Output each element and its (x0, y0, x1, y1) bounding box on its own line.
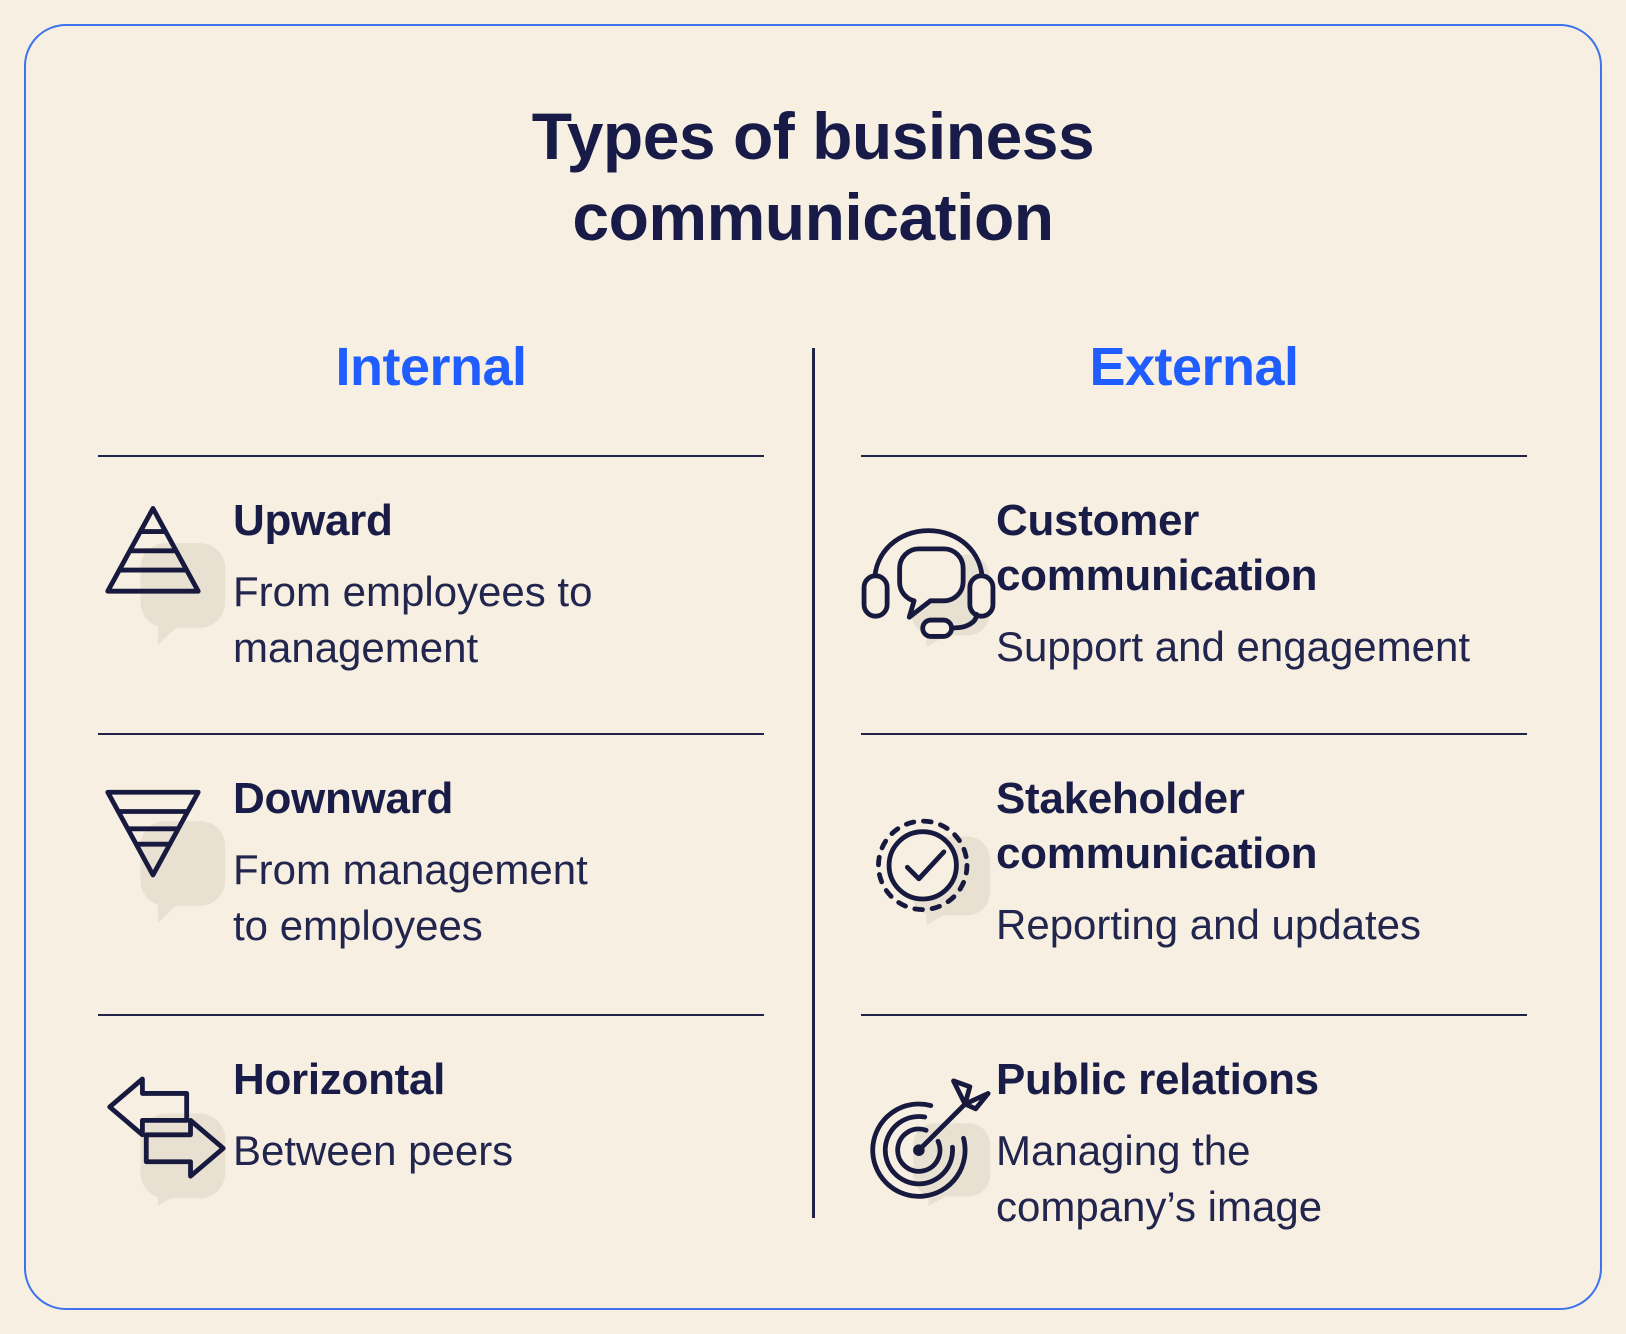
item-description: From management to employees (233, 846, 588, 949)
item-description: From employees to management (233, 568, 593, 671)
item-description: Support and engagement (996, 623, 1471, 670)
row-rule (98, 733, 764, 735)
column-header-external: External (1089, 337, 1299, 397)
list-item-upward: Upward From employees to management (98, 457, 764, 733)
list-item-horizontal: Horizontal Between peers (98, 1016, 764, 1206)
item-description: Between peers (233, 1127, 514, 1174)
header-rule (98, 455, 764, 457)
row-rule (861, 1014, 1527, 1016)
item-title: Downward (233, 774, 454, 823)
item-title: Horizontal (233, 1055, 446, 1104)
column-internal: Internal Upward From employees to manage… (98, 338, 764, 1235)
column-header-internal: Internal (335, 337, 527, 397)
list-item-customer-communication: Customer communication Support and engag… (861, 457, 1527, 733)
item-title: Customer communication (996, 496, 1318, 600)
item-description: Reporting and updates (996, 901, 1421, 948)
column-external: External Customer communication Support … (861, 338, 1527, 1235)
item-title: Public relations (996, 1055, 1319, 1104)
list-item-public-relations: Public relations Managing the company’s … (861, 1016, 1527, 1235)
columns-container: Internal Upward From employees to manage… (98, 338, 1528, 1235)
public-relations-target-icon (861, 1052, 996, 1206)
list-item-stakeholder-communication: Stakeholder communication Reporting and … (861, 735, 1527, 1014)
upward-pyramid-icon (98, 493, 233, 647)
item-description: Managing the company’s image (996, 1127, 1323, 1230)
customer-headset-icon (861, 493, 996, 647)
header-rule (861, 455, 1527, 457)
downward-funnel-icon (98, 771, 233, 925)
row-rule (98, 1014, 764, 1016)
row-rule (861, 733, 1527, 735)
item-title: Stakeholder communication (996, 774, 1318, 878)
horizontal-arrows-icon (98, 1052, 233, 1206)
page-title: Types of business communication (531, 99, 1095, 254)
column-divider (812, 348, 815, 1218)
item-title: Upward (233, 496, 393, 545)
list-item-downward: Downward From management to employees (98, 735, 764, 1014)
stakeholder-badge-check-icon (861, 771, 996, 925)
